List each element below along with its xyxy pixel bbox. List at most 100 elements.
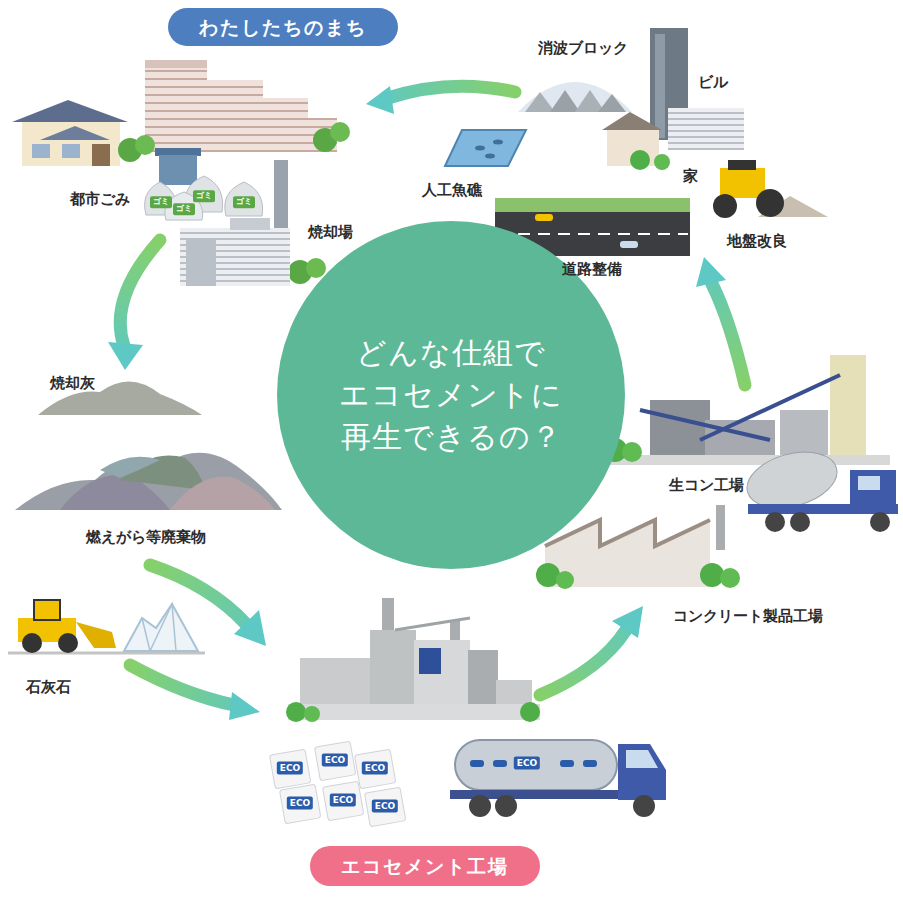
item-label: 焼却場 [308, 223, 353, 241]
mixer-truck [741, 443, 898, 532]
ecocement-factory [304, 706, 320, 722]
apartment-building [205, 80, 263, 152]
incinerator [274, 160, 288, 232]
ready-mix-plant [600, 355, 890, 465]
artificial-reef [475, 146, 485, 151]
pill-shape [310, 846, 540, 886]
ready-mix-plant [622, 442, 642, 462]
mixer-truck [790, 512, 810, 532]
concrete-product-factory [536, 563, 560, 587]
item-label: 地盤改良 [727, 232, 787, 250]
ecocement-factory [300, 658, 372, 706]
cinder-pile [15, 453, 282, 510]
incinerator [180, 160, 290, 286]
cinder-pile [170, 477, 275, 510]
item-label: コンクリート製品工場 [673, 607, 823, 625]
road [495, 198, 690, 212]
circle-shape [277, 221, 625, 569]
cycle-arrow [108, 342, 143, 370]
house [12, 100, 128, 166]
house [62, 144, 80, 158]
ecocement-factory [496, 680, 532, 706]
incinerator [186, 240, 216, 286]
cycle-arrow [388, 86, 515, 98]
road-roller [720, 168, 765, 198]
cycle-arrow [366, 86, 394, 114]
mixer-truck [858, 476, 880, 490]
ecocement-factory [468, 650, 498, 706]
road-roller [713, 194, 737, 218]
item-label: 燃えがら等廃棄物 [86, 528, 206, 546]
cinder-pile [100, 457, 160, 478]
office-building [668, 108, 744, 150]
incinerator [230, 218, 270, 230]
ready-mix-plant [650, 400, 710, 455]
garbage-bin [159, 155, 197, 185]
pill-shape [168, 8, 398, 46]
wave-breaker-blocks [518, 82, 632, 112]
logo-mark: ECO [287, 797, 313, 810]
road-roller [713, 160, 828, 218]
road-roller [728, 160, 756, 170]
logo-mark: ECO [372, 800, 398, 813]
bag-tag: ゴミ [193, 190, 215, 202]
tree [306, 258, 326, 278]
mixer-truck [765, 512, 785, 532]
tanker-truck [495, 795, 517, 817]
section-pill: わたしたちのまち [168, 8, 398, 46]
section-title: エコセメント工場 [315, 855, 535, 878]
logo-mark: ECO [322, 754, 348, 767]
tanker-truck [626, 750, 658, 768]
cycle-arrow [612, 606, 643, 638]
wheel-loader [76, 622, 116, 648]
concrete-product-factory [716, 505, 725, 550]
cement-bag [269, 741, 405, 827]
artificial-reef [485, 154, 495, 159]
cement-bag [279, 784, 320, 824]
cement-bag [364, 787, 405, 827]
cycle-arrow [712, 284, 745, 385]
garbage-bag [225, 182, 263, 216]
item-label: 焼却灰 [50, 374, 95, 392]
house [630, 150, 650, 170]
tanker-truck [560, 760, 574, 767]
ecocement-factory [395, 618, 470, 630]
ecocement-factory [520, 702, 540, 722]
road [535, 214, 553, 221]
question-text: どんな仕組で エコセメントに 再生できるの？ [316, 332, 586, 458]
tanker-truck [455, 740, 617, 790]
cinder-pile [15, 453, 282, 510]
cement-bag [354, 749, 395, 789]
house [22, 122, 120, 166]
apartment-building [145, 60, 337, 152]
garbage-bin [155, 148, 201, 185]
house [12, 100, 128, 122]
limestone-rock [142, 604, 176, 651]
concrete-product-factory [556, 571, 574, 589]
cycle-arrow [696, 257, 726, 287]
tanker-truck [470, 760, 484, 767]
wave-breaker-blocks [598, 94, 626, 112]
office-building [668, 108, 744, 150]
wave-breaker-blocks [525, 92, 555, 112]
house [92, 144, 110, 166]
artificial-reef [445, 130, 526, 166]
logo-mark: ECO [362, 762, 388, 775]
logo-mark: ECO [330, 794, 356, 807]
cycle-arrow [120, 240, 160, 346]
ecocement-factory [419, 648, 441, 674]
garbage-bin [155, 148, 201, 156]
tanker-truck [469, 795, 491, 817]
ready-mix-plant [640, 410, 770, 440]
concrete-product-factory [700, 563, 724, 587]
logo-mark: ECO [277, 762, 303, 775]
cycle-arrow [229, 692, 260, 720]
cycle-arrow [540, 630, 626, 695]
road [620, 241, 638, 248]
tanker-truck [583, 760, 597, 767]
wheel-loader [34, 600, 60, 620]
tree [330, 122, 350, 142]
bag-tag: ゴミ [173, 203, 195, 215]
item-label: 家 [683, 167, 698, 185]
item-label: 道路整備 [562, 260, 622, 278]
